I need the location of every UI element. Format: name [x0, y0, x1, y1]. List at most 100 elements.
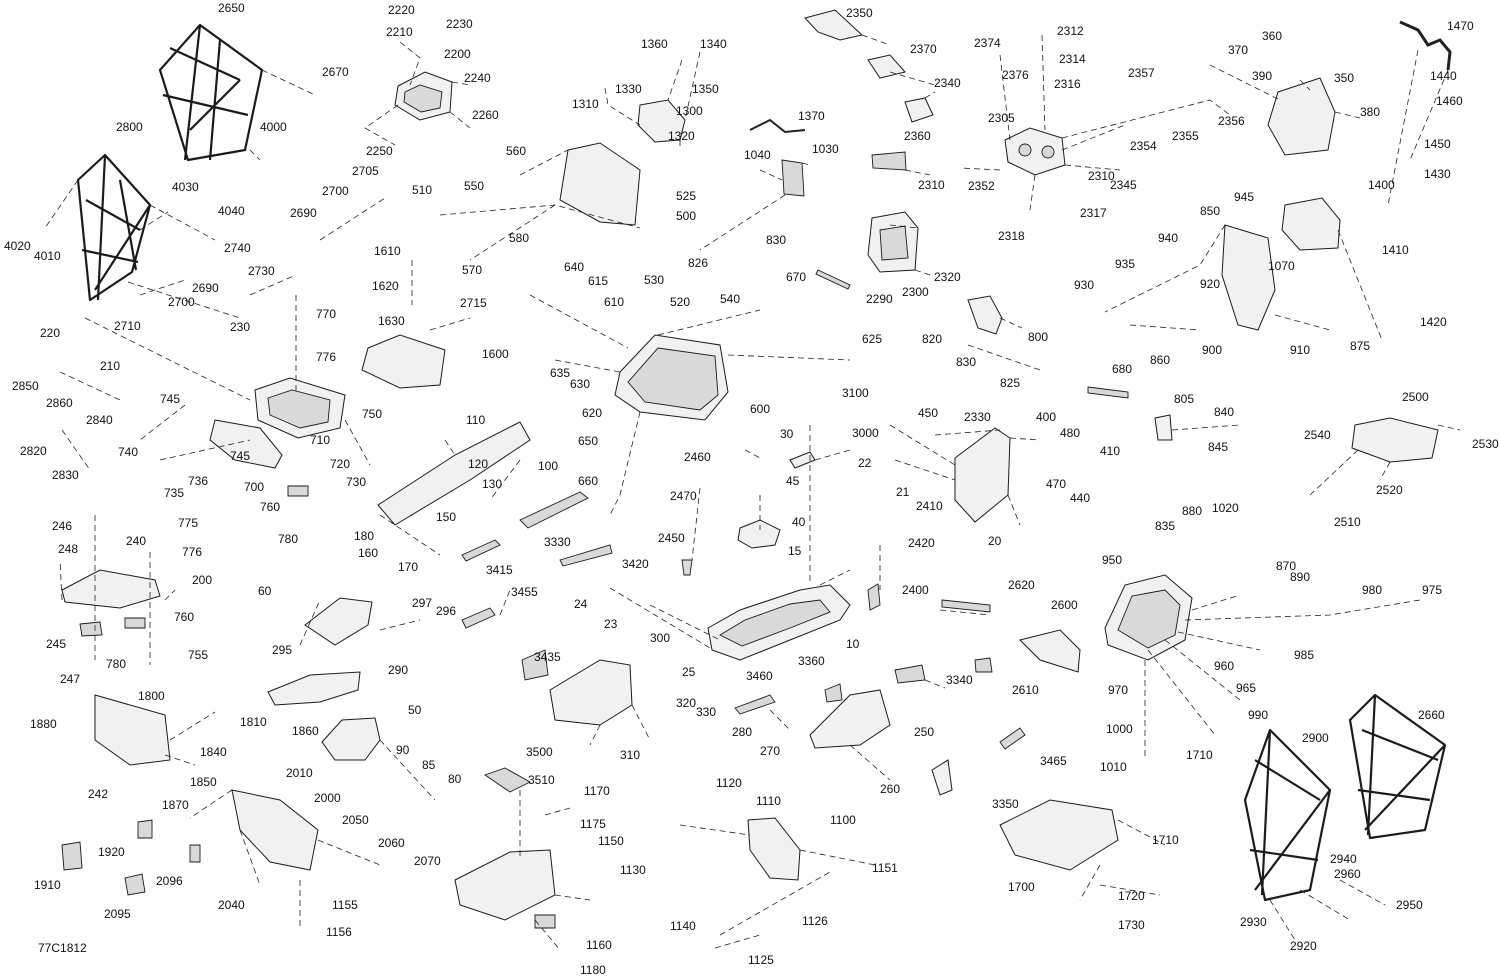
part-350	[1267, 77, 1336, 156]
callout-label: 775	[178, 516, 198, 530]
callout-label: 835	[1155, 519, 1175, 533]
callout-label: 2840	[86, 413, 113, 427]
part-1600	[361, 334, 446, 389]
callout-label: 3100	[842, 386, 869, 400]
callout-label: 2318	[998, 229, 1025, 243]
callout-label: 360	[1262, 29, 1282, 43]
callout-label: 370	[1228, 43, 1248, 57]
callout-label: 2940	[1330, 852, 1357, 866]
callout-label: 1040	[744, 148, 771, 162]
callout-label: 3350	[992, 797, 1019, 811]
callout-label: 850	[1200, 204, 1220, 218]
callout-label: 745	[160, 392, 180, 406]
callout-label: 500	[676, 209, 696, 223]
part-3330	[519, 491, 589, 529]
callout-label: 1151	[872, 861, 898, 875]
callout-label: 1400	[1368, 178, 1395, 192]
callout-label: 820	[922, 332, 942, 346]
callout-label: 120	[468, 457, 488, 471]
callout-label: 23	[604, 617, 618, 631]
callout-label: 170	[398, 560, 418, 574]
part-2620	[941, 599, 991, 613]
callout-label: 470	[1046, 477, 1066, 491]
callout-label: 1420	[1420, 315, 1447, 329]
callout-label: 1360	[641, 37, 668, 51]
callout-label: 860	[1150, 353, 1170, 367]
part-3415	[461, 539, 501, 562]
callout-label: 2520	[1376, 483, 1403, 497]
callout-label: 945	[1234, 190, 1254, 204]
callout-label: 230	[230, 320, 250, 334]
callout-label: 830	[956, 355, 976, 369]
part-illustrations	[61, 9, 1452, 929]
callout-label: 3435	[534, 650, 561, 664]
part-245	[79, 621, 103, 637]
callout-label: 2260	[472, 108, 499, 122]
cage-front-lower	[1348, 693, 1447, 840]
callout-label: 1175	[580, 817, 606, 831]
callout-label: 2850	[12, 379, 39, 393]
callout-label: 630	[570, 377, 590, 391]
callout-label: 2700	[322, 184, 349, 198]
callout-label: 700	[244, 480, 264, 494]
callout-label: 1440	[1430, 69, 1457, 83]
callout-label: 2374	[974, 36, 1001, 50]
callout-label: 480	[1060, 426, 1080, 440]
callout-label: 2310	[918, 178, 945, 192]
callout-label: 870	[1276, 559, 1296, 573]
callout-label: 400	[1036, 410, 1056, 424]
callout-label: 2357	[1128, 66, 1155, 80]
callout-label: 805	[1174, 392, 1194, 406]
callout-label: 24	[574, 597, 588, 611]
callout-label: 180	[354, 529, 374, 543]
part-3455	[461, 607, 496, 629]
callout-label: 650	[578, 434, 598, 448]
callout-label: 2740	[224, 241, 251, 255]
cage-rear-upper	[76, 153, 152, 302]
callout-label: 2040	[218, 898, 245, 912]
callout-label: 2330	[964, 410, 991, 424]
callout-label: 220	[40, 326, 60, 340]
part-1030	[781, 159, 805, 197]
callout-label: 90	[396, 743, 410, 757]
callout-label: 2460	[684, 450, 711, 464]
callout-label: 320	[676, 696, 696, 710]
callout-label: 40	[792, 515, 806, 529]
part-1920	[137, 819, 153, 839]
callout-label: 246	[52, 519, 72, 533]
callout-label: 1156	[326, 925, 352, 939]
callout-label: 2860	[46, 396, 73, 410]
callout-label: 1720	[1118, 889, 1145, 903]
callout-label: 4000	[260, 120, 287, 134]
callout-label: 330	[696, 705, 716, 719]
callout-label: 1100	[830, 813, 856, 827]
part-2350	[804, 9, 864, 41]
callout-label: 710	[310, 433, 330, 447]
callout-label: 570	[462, 263, 482, 277]
callout-label: 940	[1158, 231, 1178, 245]
callout-label: 910	[1290, 343, 1310, 357]
callout-label: 248	[58, 542, 78, 556]
part-3350	[931, 759, 953, 796]
callout-label: 780	[106, 657, 126, 671]
callout-label: 1850	[190, 775, 217, 789]
callout-label: 1610	[374, 244, 401, 258]
part-3460	[734, 694, 776, 715]
callout-label: 200	[192, 573, 212, 587]
part-1400	[1281, 197, 1341, 251]
part-250	[809, 689, 891, 749]
callout-label: 80	[448, 772, 462, 786]
callout-label: 2360	[904, 129, 931, 143]
callout-label: 2300	[902, 285, 929, 299]
part-3435	[521, 649, 549, 681]
part-2370	[867, 54, 906, 79]
part-10	[707, 584, 851, 661]
callout-label: 780	[278, 532, 298, 546]
callout-label: 615	[588, 274, 608, 288]
callout-label: 260	[880, 782, 900, 796]
part-850	[1221, 224, 1276, 331]
callout-label: 21	[896, 485, 910, 499]
part-800	[967, 295, 1003, 335]
callout-label: 2820	[20, 444, 47, 458]
